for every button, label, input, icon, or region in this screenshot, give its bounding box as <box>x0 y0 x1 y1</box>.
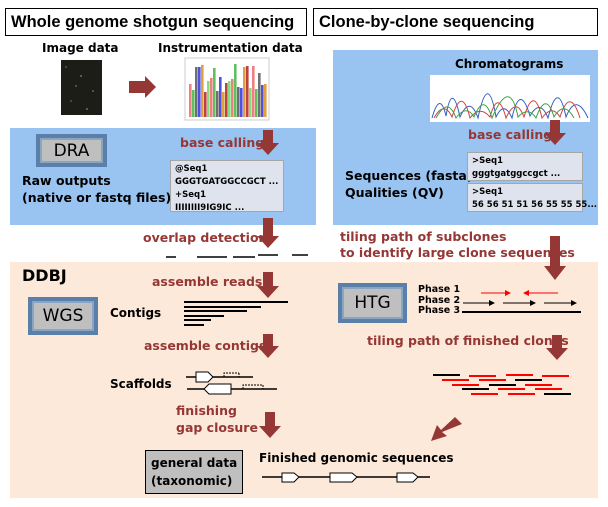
right-title: Clone-by-clone sequencing <box>313 8 598 36</box>
htg-button[interactable]: HTG <box>338 283 407 323</box>
thumbnail-bar <box>246 66 249 117</box>
phase-lines <box>462 290 581 313</box>
right-base-calling: base calling <box>468 127 553 142</box>
taxonomic-line: (taxonomic) <box>151 474 233 488</box>
thumbnail-bar <box>237 87 240 117</box>
thumbnail-bar <box>258 73 261 117</box>
assemble-reads-label: assemble reads <box>152 274 263 289</box>
thumbnail-bar <box>261 85 264 117</box>
wgs-button[interactable]: WGS <box>28 297 98 335</box>
clone-tiling-lines <box>433 374 571 395</box>
scaffolds-glyph <box>186 371 277 395</box>
image-data-label: Image data <box>42 41 119 55</box>
sequences-label: Sequences (fasta) Qualities (QV) <box>345 167 473 201</box>
qualities-line: Qualities (QV) <box>345 185 444 200</box>
thumbnail-bar <box>216 91 219 117</box>
thumbnail-bar <box>231 79 234 117</box>
fasta-line: >Seq1 <box>472 156 504 166</box>
arrow-down-icon <box>259 412 281 438</box>
qv-box: >Seq1 56 56 51 51 56 55 55 55... <box>467 183 598 212</box>
thumbnail-bar <box>240 88 243 117</box>
arrow-down-icon <box>544 120 566 145</box>
chromatograms-label: Chromatograms <box>455 57 564 71</box>
arrow-down-icon <box>257 334 279 358</box>
fastq-line: IIIIIIII9IG9IC ... <box>175 203 245 213</box>
qv-line: >Seq1 <box>472 187 504 197</box>
phase-3-label: Phase 3 <box>418 305 461 316</box>
thumbnail-bar <box>201 65 204 117</box>
thumbnail-bar <box>255 89 258 117</box>
overlap-detection-label: overlap detection <box>143 230 268 245</box>
contigs-label: Contigs <box>110 306 162 320</box>
thumbnail-bar <box>264 84 267 117</box>
arrow-diagonal-icon <box>431 417 462 441</box>
image-data-picture <box>61 60 102 115</box>
tiling-line: tiling path of subclones <box>340 229 507 244</box>
raw-outputs-line: (native or fastq files) <box>22 190 172 205</box>
contigs-lines <box>184 301 288 326</box>
thumbnail-bar <box>198 67 201 117</box>
thumbnail-bar <box>228 81 231 117</box>
arrow-down-icon <box>257 272 279 298</box>
thumbnail-bar <box>207 81 210 117</box>
phase-2-label: Phase 2 <box>418 294 461 306</box>
fastq-box: @Seq1 GGGTGATGGCCGCT ... +Seq1 IIIIIIII9… <box>170 160 284 213</box>
scaffolds-label: Scaffolds <box>110 377 172 391</box>
thumbnail-bar <box>243 67 246 117</box>
gap-closure-line: gap closure <box>176 420 258 435</box>
finishing-line: finishing <box>176 403 237 418</box>
thumbnail-bar <box>234 64 237 117</box>
thumbnail-bar <box>222 92 225 117</box>
fastq-line: GGGTGATGGCCGCT ... <box>175 177 279 187</box>
left-base-calling: base calling <box>180 135 265 150</box>
chromatogram-picture <box>430 75 590 122</box>
left-title: Whole genome shotgun sequencing <box>5 8 307 36</box>
reads-dashes <box>166 254 308 258</box>
fastq-line: +Seq1 <box>175 190 207 200</box>
arrow-down-icon <box>257 218 279 248</box>
instrumentation-label: Instrumentation data <box>158 41 303 55</box>
phase-1-label: Phase 1 <box>418 284 461 295</box>
thumbnail-bar <box>192 90 195 117</box>
general-data-line: general data <box>151 456 238 470</box>
thumbnail-bar <box>225 83 228 117</box>
thumbnail-bar <box>210 78 213 117</box>
thumbnail-bar <box>252 66 255 117</box>
finished-sequence-glyph <box>262 472 430 483</box>
thumbnail-bar <box>189 84 192 117</box>
thumbnail-bar <box>204 92 207 117</box>
finishing-label: finishing gap closure <box>176 402 258 436</box>
fasta-line: gggtgatggccgct ... <box>472 169 561 179</box>
arrow-down-icon <box>546 335 568 360</box>
sequences-line: Sequences (fasta) <box>345 168 473 183</box>
tiling-subclones-label: tiling path of subclones to identify lar… <box>340 229 575 261</box>
thumbnail-bar <box>213 68 216 117</box>
raw-outputs-line: Raw outputs <box>22 173 111 188</box>
thumbnail-bar <box>195 67 198 117</box>
assemble-contigs-label: assemble contigs <box>144 338 267 353</box>
tiling-line: to identify large clone sequences <box>340 245 575 260</box>
image-data-noise <box>65 66 94 110</box>
dra-button[interactable]: DRA <box>36 134 107 167</box>
thumbnail-bar <box>249 88 252 117</box>
arrow-right-icon <box>129 76 156 98</box>
fasta-box: >Seq1 gggtgatggccgct ... <box>467 152 583 181</box>
ddbj-label: DDBJ <box>22 266 67 285</box>
raw-outputs-label: Raw outputs (native or fastq files) <box>22 172 171 206</box>
arrow-down-icon <box>257 130 279 155</box>
tiling-finished-label: tiling path of finished clones <box>367 333 569 348</box>
qv-line: 56 56 51 51 56 55 55 55... <box>472 200 598 210</box>
phase-labels: Phase 1 Phase 2 Phase 3 <box>418 284 461 317</box>
instrumentation-chart-picture <box>184 57 270 121</box>
fastq-line: @Seq1 <box>175 164 208 174</box>
finished-genomic-label: Finished genomic sequences <box>259 451 454 465</box>
general-data-box: general data (taxonomic) <box>145 450 243 494</box>
thumbnail-bar <box>219 77 222 117</box>
arrow-down-icon <box>544 236 566 280</box>
